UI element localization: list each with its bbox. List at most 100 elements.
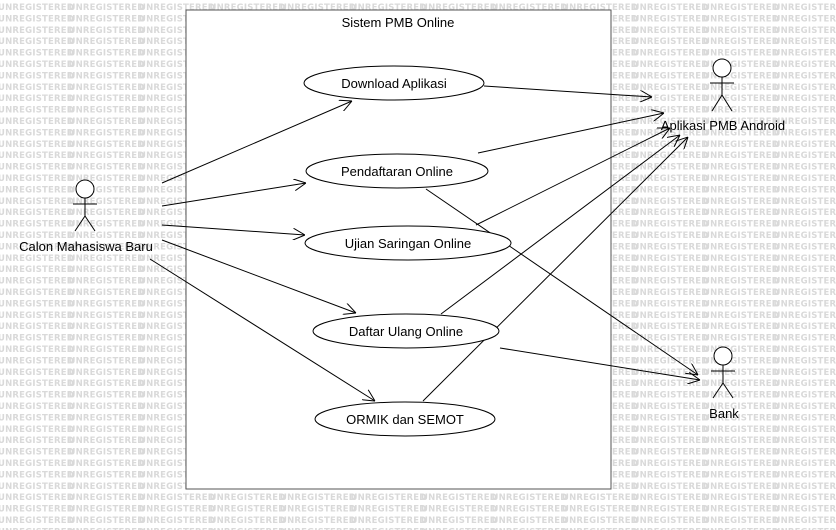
watermark-text: UNREGISTERED	[69, 14, 145, 24]
use-case-ormik[interactable]: ORMIK dan SEMOT	[314, 401, 496, 437]
watermark-text: UNREGISTERED	[633, 71, 709, 81]
association-download-aplikasi[interactable]	[483, 85, 652, 97]
watermark-text: UNREGISTERED	[139, 128, 215, 138]
watermark-text: UNREGISTERED	[69, 140, 145, 150]
watermark-text: UNREGISTERED	[0, 391, 74, 401]
watermark-text: UNREGISTERED	[69, 413, 145, 423]
watermark-text: UNREGISTERED	[774, 185, 836, 195]
watermark-text: UNREGISTERED	[0, 379, 74, 389]
watermark-text: UNREGISTERED	[139, 231, 215, 241]
association-calon-ormik[interactable]	[149, 258, 375, 401]
watermark-text: UNREGISTERED	[703, 242, 779, 252]
watermark-text: UNREGISTERED	[69, 493, 145, 503]
watermark-text: UNREGISTERED	[774, 128, 836, 138]
actor-aplikasi-pmb[interactable]: Aplikasi PMB Android	[661, 58, 785, 133]
watermark-text: UNREGISTERED	[633, 402, 709, 412]
watermark-text: UNREGISTERED	[774, 322, 836, 332]
association-calon-ujian[interactable]	[161, 224, 305, 235]
watermark-text: UNREGISTERED	[562, 3, 638, 13]
watermark-text: UNREGISTERED	[69, 516, 145, 526]
watermark-text: UNREGISTERED	[774, 470, 836, 480]
watermark-text: UNREGISTERED	[0, 413, 74, 423]
association-calon-download[interactable]	[161, 101, 352, 184]
system-title: Sistem PMB Online	[342, 15, 455, 30]
association-calon-pendaftaran[interactable]	[161, 183, 306, 207]
association-pendaftaran-aplikasi[interactable]	[477, 113, 664, 154]
watermark-text: UNREGISTERED	[0, 356, 74, 366]
actor-bank[interactable]: Bank	[709, 346, 739, 421]
watermark-text: UNREGISTERED	[351, 516, 427, 526]
watermark-text: UNREGISTERED	[210, 3, 286, 13]
watermark-text: UNREGISTERED	[139, 185, 215, 195]
use-case-pendaftaran[interactable]: Pendaftaran Online	[305, 153, 489, 189]
watermark-text: UNREGISTERED	[351, 505, 427, 515]
watermark-text: UNREGISTERED	[633, 413, 709, 423]
watermark-text: UNREGISTERED	[633, 174, 709, 184]
use-case-download[interactable]: Download Aplikasi	[303, 65, 485, 101]
watermark-text: UNREGISTERED	[69, 482, 145, 492]
watermark-text: UNREGISTERED	[69, 265, 145, 275]
watermark-text: UNREGISTERED	[139, 242, 215, 252]
watermark-text: UNREGISTERED	[703, 436, 779, 446]
watermark-text: UNREGISTERED	[0, 277, 74, 287]
watermark-text: UNREGISTERED	[633, 49, 709, 59]
watermark-text: UNREGISTERED	[69, 208, 145, 218]
watermark-text: UNREGISTERED	[774, 174, 836, 184]
watermark-text: UNREGISTERED	[703, 265, 779, 275]
watermark-text: UNREGISTERED	[139, 482, 215, 492]
watermark-text: UNREGISTERED	[633, 368, 709, 378]
watermark-text: UNREGISTERED	[139, 3, 215, 13]
watermark-text: UNREGISTERED	[69, 436, 145, 446]
use-case-ujian[interactable]: Ujian Saringan Online	[304, 225, 512, 261]
watermark-text: UNREGISTERED	[69, 185, 145, 195]
watermark-text: UNREGISTERED	[774, 379, 836, 389]
watermark-text: UNREGISTERED	[703, 220, 779, 230]
watermark-text: UNREGISTERED	[703, 26, 779, 36]
watermark-text: UNREGISTERED	[421, 516, 497, 526]
actor-calon-mahasiswa[interactable]: Calon Mahasiswa Baru	[19, 179, 153, 254]
watermark-text: UNREGISTERED	[0, 37, 74, 47]
watermark-text: UNREGISTERED	[774, 37, 836, 47]
watermark-text: UNREGISTERED	[139, 14, 215, 24]
watermark-text: UNREGISTERED	[774, 220, 836, 230]
association-ormik-aplikasi[interactable]	[422, 137, 688, 402]
watermark-text: UNREGISTERED	[139, 402, 215, 412]
watermark-text: UNREGISTERED	[69, 379, 145, 389]
watermark-text: UNREGISTERED	[633, 505, 709, 515]
watermark-text: UNREGISTERED	[633, 527, 709, 530]
watermark-text: UNREGISTERED	[703, 459, 779, 469]
watermark-text: UNREGISTERED	[633, 83, 709, 93]
watermark-text: UNREGISTERED	[774, 197, 836, 207]
watermark-text: UNREGISTERED	[774, 94, 836, 104]
watermark-text: UNREGISTERED	[774, 151, 836, 161]
watermark-text: UNREGISTERED	[139, 356, 215, 366]
watermark-text: UNREGISTERED	[139, 448, 215, 458]
association-daftar-bank[interactable]	[499, 347, 700, 380]
association-ujian-aplikasi[interactable]	[475, 128, 670, 226]
watermark-text: UNREGISTERED	[633, 231, 709, 241]
watermark-text: UNREGISTERED	[774, 26, 836, 36]
watermark-text: UNREGISTERED	[703, 163, 779, 173]
watermark-text: UNREGISTERED	[0, 254, 74, 264]
watermark-text: UNREGISTERED	[774, 49, 836, 59]
use-case-label: Download Aplikasi	[341, 76, 447, 91]
use-case-daftar-ulang[interactable]: Daftar Ulang Online	[312, 313, 500, 349]
watermark-text: UNREGISTERED	[562, 493, 638, 503]
watermark-text: UNREGISTERED	[633, 117, 709, 127]
association-daftar-aplikasi[interactable]	[440, 135, 680, 315]
watermark-text: UNREGISTERED	[69, 334, 145, 344]
watermark-text: UNREGISTERED	[69, 288, 145, 298]
watermark-text: UNREGISTERED	[774, 106, 836, 116]
watermark-text: UNREGISTERED	[0, 448, 74, 458]
watermark-text: UNREGISTERED	[703, 299, 779, 309]
watermark-text: UNREGISTERED	[703, 368, 779, 378]
association-calon-daftar[interactable]	[161, 239, 356, 313]
watermark-text: UNREGISTERED	[703, 425, 779, 435]
watermark-text: UNREGISTERED	[69, 71, 145, 81]
watermark-text: UNREGISTERED	[69, 356, 145, 366]
watermark-text: UNREGISTERED	[351, 493, 427, 503]
watermark-text: UNREGISTERED	[633, 26, 709, 36]
watermark-text: UNREGISTERED	[0, 71, 74, 81]
association-pendaftaran-bank[interactable]	[425, 188, 698, 375]
watermark-text: UNREGISTERED	[492, 3, 568, 13]
